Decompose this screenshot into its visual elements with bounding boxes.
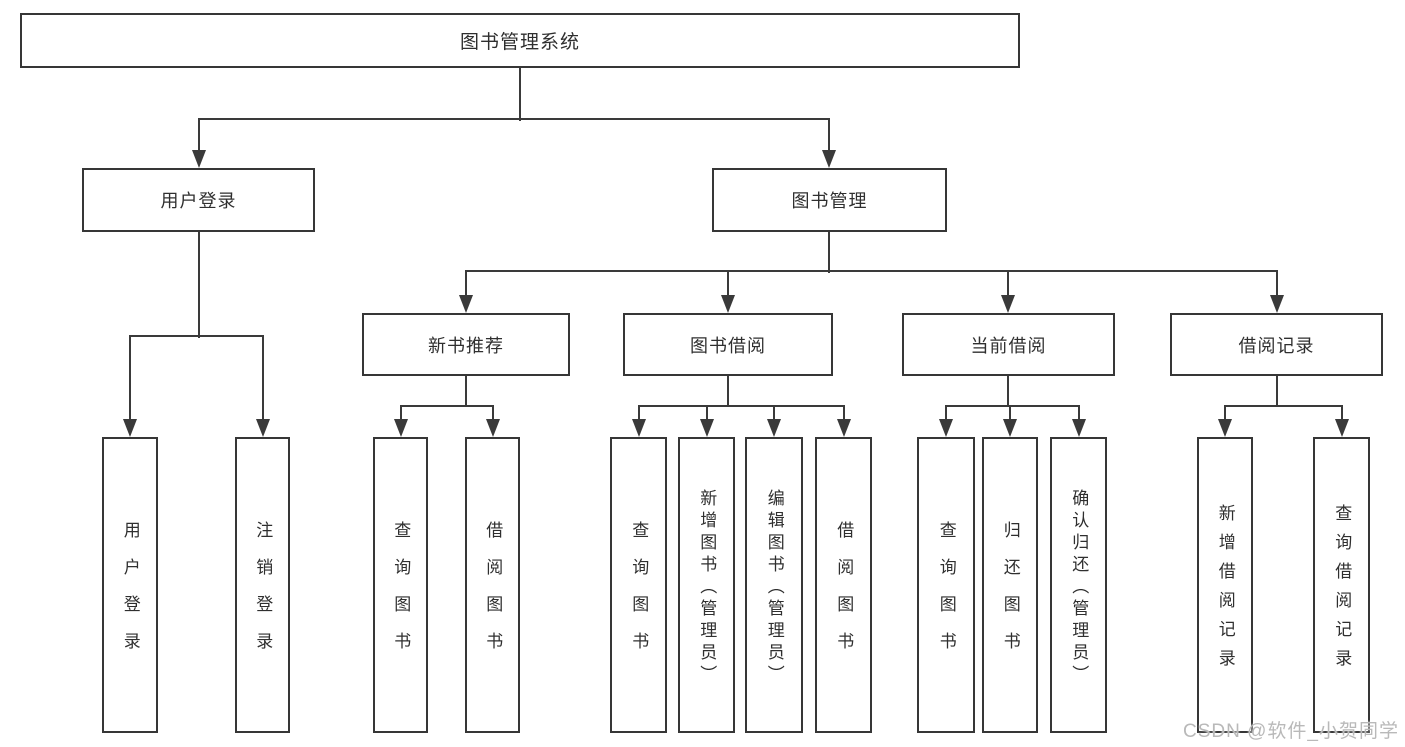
watermark: CSDN @软件_小贺同学: [1183, 721, 1399, 742]
arrow-down-icon: [1218, 419, 1232, 437]
arrow-down-icon: [836, 419, 851, 437]
node-label: 借阅图书: [483, 521, 503, 669]
connector-line: [1007, 376, 1009, 407]
arrow-down-icon: [1003, 419, 1017, 437]
node-label: 用户登录: [160, 191, 237, 211]
node-query-books-current: 查询图书: [917, 437, 975, 733]
node-user-login: 用户登录: [82, 168, 315, 232]
connector-line: [945, 405, 1080, 407]
arrow-down-icon: [699, 419, 714, 437]
connector-line: [1340, 406, 1343, 421]
connector-line: [399, 406, 402, 421]
node-label: 图书借阅: [690, 335, 766, 356]
connector-line: [465, 376, 467, 407]
node-label: 查询图书: [936, 521, 956, 669]
node-label: 归还图书: [1000, 521, 1020, 669]
connector-line: [198, 232, 200, 338]
node-label: 查询借阅记录: [1332, 504, 1352, 678]
arrow-down-icon: [1071, 419, 1086, 437]
connector-line: [1224, 405, 1343, 407]
connector-line: [1007, 271, 1009, 297]
connector-line: [1276, 271, 1278, 297]
connector-line: [727, 271, 729, 297]
node-label: 注销登录: [253, 521, 273, 669]
node-book-borrow: 图书借阅: [623, 313, 833, 376]
connector-line: [828, 232, 830, 273]
arrow-down-icon: [459, 295, 473, 313]
connector-line: [828, 119, 830, 152]
node-label: 查询图书: [391, 521, 411, 669]
node-root-system: 图书管理系统: [20, 13, 1020, 68]
node-add-books-admin: 新增图书（管理员）: [678, 437, 735, 733]
node-label: 借阅记录: [1238, 335, 1315, 356]
connector-line: [129, 336, 131, 421]
node-borrow-books-action: 借阅图书: [815, 437, 872, 733]
node-new-book-recommend: 新书推荐: [362, 313, 570, 376]
connector-line: [945, 406, 947, 421]
node-current-borrow: 当前借阅: [902, 313, 1115, 376]
arrow-down-icon: [393, 419, 408, 437]
node-query-books-borrow: 查询图书: [610, 437, 667, 733]
node-user-login-action: 用户登录: [102, 437, 158, 733]
node-label: 借阅图书: [834, 521, 854, 669]
node-logout: 注销登录: [235, 437, 290, 733]
connector-line: [1009, 406, 1011, 421]
connector-line: [1224, 406, 1226, 421]
connector-line: [773, 406, 775, 421]
node-add-borrow-record: 新增借阅记录: [1197, 437, 1253, 733]
connector-line: [198, 118, 830, 120]
connector-line: [198, 119, 200, 152]
connector-line: [491, 406, 494, 421]
arrow-down-icon: [939, 419, 953, 437]
node-label: 图书管理系统: [459, 32, 580, 53]
connector-line: [261, 336, 264, 421]
connector-line: [1077, 406, 1080, 421]
connector-line: [465, 270, 1278, 272]
connector-line: [842, 406, 845, 421]
arrow-down-icon: [1001, 295, 1015, 313]
node-borrow-records: 借阅记录: [1170, 313, 1383, 376]
node-label: 查询图书: [629, 521, 649, 669]
node-return-books: 归还图书: [982, 437, 1038, 733]
node-borrow-books-recommend: 借阅图书: [465, 437, 520, 733]
connector-line: [465, 271, 467, 297]
arrow-down-icon: [631, 419, 646, 437]
arrow-down-icon: [721, 295, 735, 313]
connector-line: [399, 405, 494, 407]
node-edit-books-admin: 编辑图书（管理员）: [745, 437, 803, 733]
connector-line: [1276, 376, 1278, 407]
node-label: 图书管理: [791, 191, 868, 211]
arrow-down-icon: [767, 419, 781, 437]
arrow-down-icon: [1270, 295, 1284, 313]
connector-line: [637, 406, 640, 421]
arrow-down-icon: [1334, 419, 1349, 437]
connector-line: [705, 406, 708, 421]
node-label: 新增图书（管理员）: [697, 488, 717, 687]
arrow-down-icon: [123, 419, 137, 437]
connector-line: [727, 376, 729, 407]
node-query-books-recommend: 查询图书: [373, 437, 428, 733]
arrow-down-icon: [255, 419, 270, 437]
node-confirm-return-admin: 确认归还（管理员）: [1050, 437, 1107, 733]
node-book-management: 图书管理: [712, 168, 947, 232]
connector-line: [519, 68, 521, 121]
node-label: 新增借阅记录: [1215, 504, 1235, 678]
node-label: 确认归还（管理员）: [1069, 488, 1089, 687]
node-label: 当前借阅: [970, 335, 1047, 356]
node-label: 用户登录: [120, 521, 140, 669]
connector-line: [637, 405, 845, 407]
node-query-borrow-record: 查询借阅记录: [1313, 437, 1370, 733]
connector-line: [129, 335, 264, 337]
arrow-down-icon: [192, 150, 206, 168]
arrow-down-icon: [485, 419, 500, 437]
arrow-down-icon: [822, 150, 836, 168]
node-label: 编辑图书（管理员）: [764, 488, 784, 687]
node-label: 新书推荐: [428, 335, 504, 356]
